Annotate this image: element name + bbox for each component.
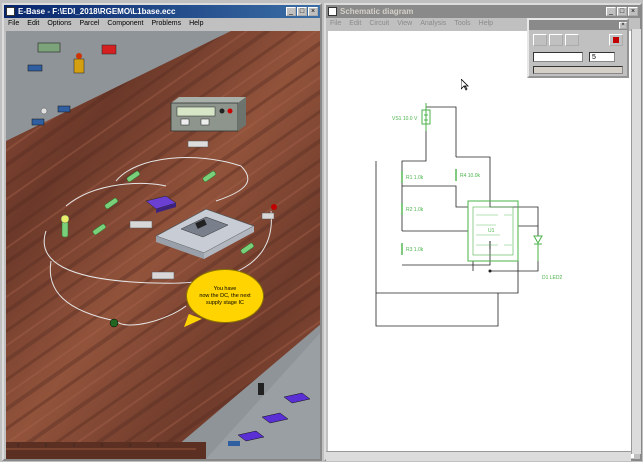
schematic-close-button[interactable]: × (628, 7, 638, 16)
schematic-title-bar[interactable]: Schematic diagram _ □ × (326, 5, 640, 18)
menu-help[interactable]: Help (189, 20, 204, 27)
led-d1[interactable]: D1 LED2 (533, 235, 563, 281)
callout-line-1: You have (213, 285, 237, 292)
close-button[interactable]: × (308, 7, 318, 16)
maximize-button[interactable]: □ (297, 7, 307, 16)
menu-file[interactable]: File (8, 20, 20, 27)
schematic-window-title: Schematic diagram (340, 7, 414, 16)
schematic-minimize-button[interactable]: _ (606, 7, 616, 16)
callout-line-2: now the DC, the next (199, 292, 251, 299)
resistor-r2[interactable]: R2 1.0k (401, 203, 424, 215)
palette-probe-tool[interactable] (565, 34, 579, 46)
ic-label: U1 (488, 228, 495, 234)
workbench-graphic (6, 31, 320, 459)
ground-node (488, 269, 492, 273)
schematic-menu-view[interactable]: View (397, 20, 413, 27)
menu-problems[interactable]: Problems (151, 20, 182, 27)
menu-options[interactable]: Options (47, 20, 72, 27)
schematic-menu-file[interactable]: File (330, 20, 342, 27)
led-label: D1 LED2 (542, 275, 563, 281)
resistor-r1[interactable]: R1 1.0k (401, 171, 424, 183)
parts-shelf-top[interactable] (27, 42, 117, 126)
window-title: E-Base - F:\EDI_2018\RGEMO\L1base.ecc (18, 7, 176, 16)
component-resistors[interactable] (60, 170, 254, 254)
schematic-maximize-button[interactable]: □ (617, 7, 627, 16)
palette-slider-track[interactable] (533, 52, 583, 62)
schematic-menu-tools[interactable]: Tools (454, 20, 471, 27)
integrated-circuit-u1[interactable]: U1 (467, 200, 519, 262)
menu-parcel[interactable]: Parcel (79, 20, 100, 27)
parts-shelf-bottom[interactable] (228, 383, 311, 446)
callout-line-3: supply stage IC (206, 299, 244, 306)
menu-component[interactable]: Component (107, 20, 144, 27)
purple-modules[interactable] (145, 195, 177, 213)
schematic-app-icon (328, 7, 337, 16)
palette-status-strip (533, 66, 623, 74)
breadboard-title-bar[interactable]: E-Base - F:\EDI_2018\RGEMO\L1base.ecc _ … (4, 5, 320, 18)
app-icon (6, 7, 15, 16)
mouse-pointer-icon (460, 78, 469, 93)
edge-markings (17, 443, 159, 447)
resistor-r4[interactable]: R4 10.0k (455, 169, 481, 181)
schematic-wires (375, 103, 539, 327)
r3-label: R3 1.0k (406, 247, 424, 253)
schematic-horizontal-scrollbar[interactable] (326, 451, 631, 461)
menu-edit[interactable]: Edit (27, 20, 40, 27)
breadboard-menu-bar: File Edit Options Parcel Component Probl… (4, 18, 320, 29)
palette-select-tool[interactable] (533, 34, 547, 46)
r2-label: R2 1.0k (406, 207, 424, 213)
r4-label: R4 10.0k (460, 173, 481, 179)
schematic-menu-circuit[interactable]: Circuit (369, 20, 390, 27)
power-supply-device[interactable] (170, 97, 246, 132)
r1-label: R1 1.0k (406, 175, 424, 181)
schematic-menu-help[interactable]: Help (478, 20, 494, 27)
resistor-r3[interactable]: R3 1.0k (401, 243, 424, 255)
schematic-menu-edit[interactable]: Edit (349, 20, 362, 27)
palette-value-field[interactable]: 5 (589, 52, 615, 62)
schematic-menu-analysis[interactable]: Analysis (420, 20, 447, 27)
schematic-menu-bar: File Edit Circuit View Analysis Tools He… (326, 18, 640, 29)
schematic-vertical-scrollbar[interactable] (631, 29, 641, 454)
schematic-canvas[interactable]: VS1 10.0 V R1 1.0k R4 10.0k R2 1.0k R3 1… (328, 31, 634, 458)
breadboard-base[interactable] (155, 208, 255, 259)
palette-wire-tool[interactable] (549, 34, 563, 46)
3d-workbench[interactable]: You have now the DC, the next supply sta… (6, 31, 320, 459)
palette-title-bar[interactable]: × (529, 20, 627, 30)
schematic-drawing: VS1 10.0 V R1 1.0k R4 10.0k R2 1.0k R3 1… (375, 103, 563, 327)
tutorial-callout: You have now the DC, the next supply sta… (186, 269, 264, 323)
wire-loops (43, 157, 272, 326)
palette-close-button[interactable]: × (619, 21, 627, 29)
schematic-window[interactable]: Schematic diagram _ □ × File Edit Circui… (324, 3, 642, 461)
breadboard-window[interactable]: E-Base - F:\EDI_2018\RGEMO\L1base.ecc _ … (2, 3, 322, 461)
minimize-button[interactable]: _ (286, 7, 296, 16)
vs1-label: VS1 10.0 V (392, 116, 418, 122)
tool-palette[interactable]: × 5 (527, 18, 629, 78)
table-edge (6, 442, 206, 459)
voltage-source-vs1[interactable]: VS1 10.0 V (392, 103, 431, 131)
palette-record-button[interactable] (609, 34, 623, 46)
